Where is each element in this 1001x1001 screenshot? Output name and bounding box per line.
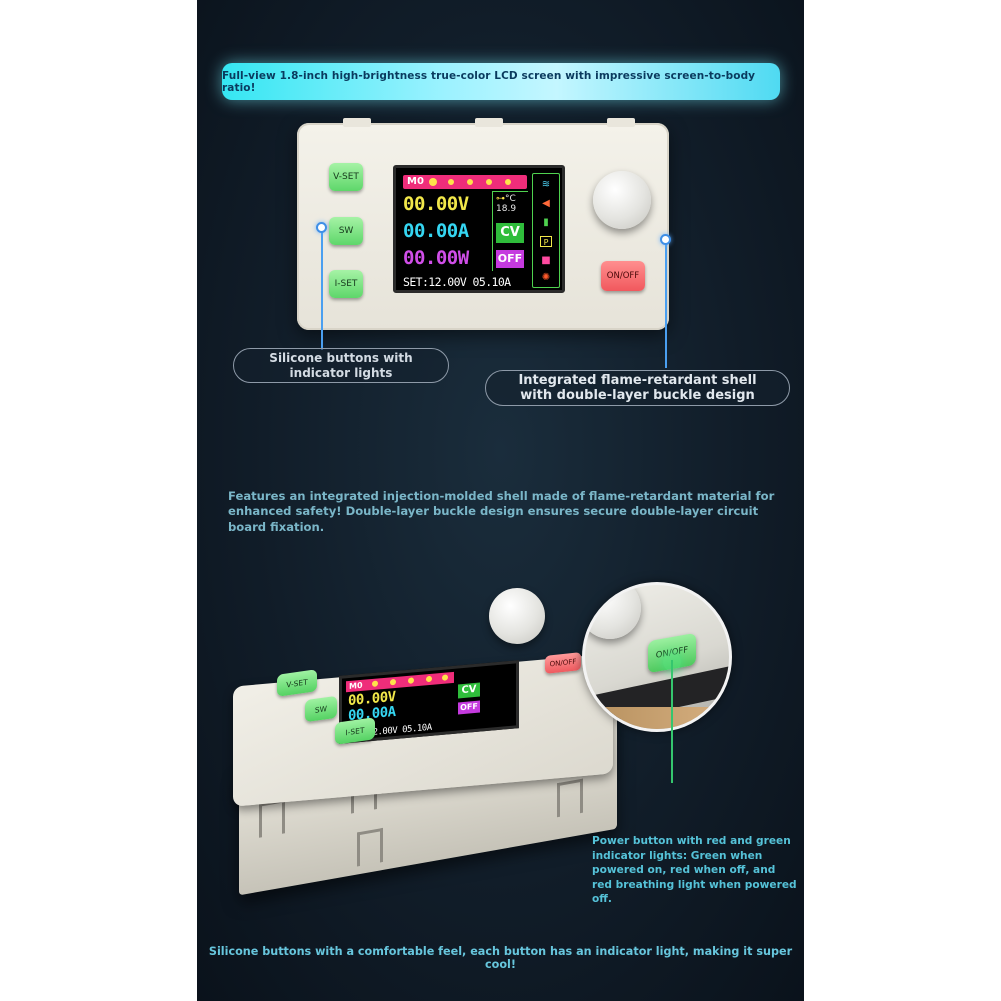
temp-value: 18.9 bbox=[496, 204, 517, 214]
callout-shell-line1: Integrated flame-retardant shell bbox=[518, 373, 757, 388]
power-button-description: Power button with red and green indicato… bbox=[592, 835, 797, 906]
callout-shell: Integrated flame-retardant shell with do… bbox=[485, 370, 790, 406]
shell-tab bbox=[607, 118, 635, 127]
p-icon: P bbox=[540, 236, 552, 247]
mode-label: M0 bbox=[407, 176, 424, 187]
current-readout: 00.00A bbox=[403, 220, 469, 242]
buckle-clip bbox=[557, 778, 583, 818]
sw-button[interactable]: SW bbox=[305, 695, 337, 723]
preset-dot bbox=[429, 178, 437, 186]
callout-dot bbox=[660, 234, 671, 245]
callout-shell-line2: with double-layer buckle design bbox=[520, 388, 755, 403]
power-readout: 00.00W bbox=[403, 247, 469, 269]
bottom-tagline: Silicone buttons with a comfortable feel… bbox=[208, 945, 793, 971]
preset-dot bbox=[448, 179, 454, 185]
on-off-button[interactable]: ON/OFF bbox=[601, 261, 645, 291]
iset-button[interactable]: I-SET bbox=[329, 270, 363, 298]
buckle-clip bbox=[357, 827, 383, 867]
rotary-knob bbox=[585, 585, 641, 639]
zoom-surface bbox=[585, 707, 729, 729]
temperature: ⊶°C 18.9 bbox=[496, 194, 516, 214]
preset-dot bbox=[442, 674, 448, 681]
setpoint: SET:12.00V 05.10A bbox=[403, 275, 511, 289]
sun-icon: ✺ bbox=[541, 272, 551, 283]
callout-line bbox=[665, 240, 667, 368]
preset-dot bbox=[486, 179, 492, 185]
product-panel: Full-view 1.8-inch high-brightness true-… bbox=[197, 0, 804, 1001]
mode-bar: M0 bbox=[403, 175, 527, 189]
callout-dot bbox=[316, 222, 327, 233]
shell-tab bbox=[475, 118, 503, 127]
battery-icon: ▮ bbox=[543, 217, 549, 228]
preset-dot bbox=[408, 677, 414, 684]
status-icon-column: ≋ ◀ ▮ P ■ ✺ bbox=[532, 173, 560, 288]
voltage-readout: 00.00V bbox=[403, 193, 469, 215]
temp-unit: °C bbox=[505, 194, 516, 204]
shell-description: Features an integrated injection-molded … bbox=[228, 489, 775, 534]
callout-line bbox=[321, 228, 323, 350]
mode-bar: M0 bbox=[346, 671, 454, 693]
preset-dot bbox=[505, 179, 511, 185]
preset-dot bbox=[426, 675, 432, 683]
mode-label: M0 bbox=[349, 680, 363, 691]
vset-button[interactable]: V-SET bbox=[329, 163, 363, 191]
preset-dot bbox=[372, 680, 378, 687]
sw-button[interactable]: SW bbox=[329, 217, 363, 245]
wifi-icon: ≋ bbox=[541, 179, 551, 190]
zoom-detail: ON/OFF bbox=[582, 582, 732, 732]
output-state: OFF bbox=[496, 250, 524, 268]
on-off-button[interactable]: ON/OFF bbox=[545, 652, 581, 674]
output-state: OFF bbox=[458, 700, 480, 715]
shell-tab bbox=[343, 118, 371, 127]
cv-indicator: CV bbox=[496, 223, 524, 243]
speaker-icon: ◀ bbox=[542, 198, 550, 209]
preset-dot bbox=[467, 179, 473, 185]
rotary-knob[interactable] bbox=[489, 588, 545, 644]
rotary-knob[interactable] bbox=[593, 171, 651, 229]
cv-indicator: CV bbox=[458, 682, 480, 699]
callout-line bbox=[671, 660, 673, 783]
buckle-clip bbox=[259, 799, 285, 838]
callout-buttons: Silicone buttons with indicator lights bbox=[233, 348, 449, 383]
power-module-front: V-SET SW I-SET M0 00.00V 00.00A 00.00W ⊶… bbox=[297, 118, 669, 330]
lock-icon: ■ bbox=[541, 255, 551, 266]
headline-banner: Full-view 1.8-inch high-brightness true-… bbox=[222, 63, 780, 100]
preset-dot bbox=[390, 678, 396, 686]
power-module-angled: M0 00.00V 00.00A CV OFF SET:12.00V 05.10… bbox=[227, 580, 627, 896]
lcd-divider bbox=[492, 191, 528, 192]
lcd-screen: M0 00.00V 00.00A 00.00W ⊶°C 18.9 CV OFF … bbox=[393, 165, 565, 293]
lcd-divider bbox=[492, 191, 493, 271]
thermometer-icon: ⊶ bbox=[496, 194, 505, 204]
